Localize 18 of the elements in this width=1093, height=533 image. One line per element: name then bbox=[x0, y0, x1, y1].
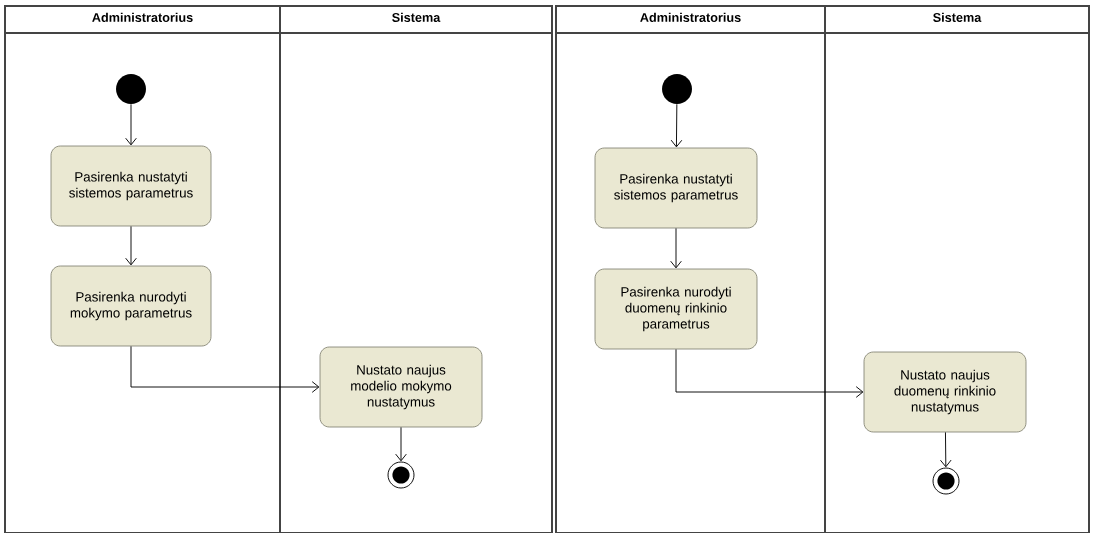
arrow bbox=[130, 345, 320, 393]
action-box: Pasirenka nustatyti sistemos parametrus bbox=[594, 147, 758, 229]
arrow bbox=[670, 103, 683, 148]
end-node bbox=[387, 461, 415, 489]
action-box: Pasirenka nustatyti sistemos parametrus bbox=[50, 145, 212, 227]
arrow bbox=[939, 431, 952, 468]
end-node bbox=[932, 467, 960, 495]
arrow bbox=[395, 426, 407, 462]
arrow bbox=[670, 227, 682, 269]
action-box: Nustato naujus modelio mokymo nustatymus bbox=[319, 346, 483, 428]
action-box: Nustato naujus duomenų rinkinio nustatymus bbox=[863, 351, 1027, 433]
arrow bbox=[125, 225, 137, 266]
arrow bbox=[675, 348, 864, 398]
start-node bbox=[662, 74, 692, 104]
start-node bbox=[116, 74, 146, 104]
arrow bbox=[125, 103, 137, 146]
action-box: Pasirenka nurodyti duomenų rinkinio parametrus bbox=[594, 268, 758, 350]
action-box: Pasirenka nurodyti mokymo parametrus bbox=[50, 265, 212, 347]
